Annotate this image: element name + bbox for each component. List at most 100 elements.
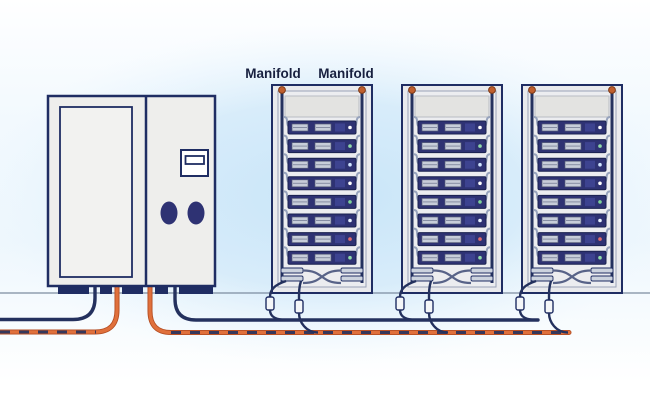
cdu-foot [155,285,168,294]
quick-connect-coupler [395,296,405,311]
cdu-foot [122,285,143,294]
server-io-block [465,123,475,132]
rack-blank-panel [284,95,360,118]
server-unit [417,194,487,209]
server-io-block [465,160,475,169]
facility-return-pipe-cold [0,285,97,322]
server-io-block [335,179,345,188]
quick-connect-coupler [265,296,275,311]
server-led [598,200,602,204]
bottom-fitting [340,267,364,274]
server-unit [287,120,357,135]
bottom-fitting [590,275,614,282]
quick-connect-coupler [544,299,554,314]
server-unit [287,250,357,265]
bottom-fitting [410,275,434,282]
server-led [598,125,602,130]
server-unit [417,120,487,135]
drop-hose-cold [398,309,419,322]
facility-loop-pipes [0,284,120,335]
server-led [478,144,482,148]
bottom-fitting [530,267,554,274]
server-led [348,218,352,223]
cross-hose [302,269,342,285]
server-unit [537,213,607,228]
server-led [598,162,602,167]
server-io-block [335,197,345,206]
cdu-port-right [187,201,205,225]
server-led [348,200,352,204]
cdu-foot [58,285,89,294]
manifold-cap-right [608,86,616,94]
server-io-block [585,142,595,151]
server-unit [417,250,487,265]
server-io-block [465,216,475,225]
manifold-label-left: Manifold [245,66,301,81]
distribution-pipe-cold [173,285,540,322]
server-io-block [465,179,475,188]
drop-hose-cold [398,279,417,298]
drop-hose-hot [547,280,553,301]
manifold-cap-left [278,86,286,94]
server-led [478,162,482,167]
server-led [478,200,482,204]
server-racks [265,84,623,334]
cdu-foot [100,285,112,294]
server-unit [417,157,487,172]
server-led [478,125,482,130]
server-led [598,255,602,260]
server-led [348,144,352,148]
manifold-cap-right [358,86,366,94]
server-unit [537,139,607,154]
manifold-cap-left [408,86,416,94]
server-io-block [585,179,595,188]
server-io-block [585,123,595,132]
server-led [348,181,352,186]
bottom-fitting [280,267,304,274]
server-unit [417,139,487,154]
server-led [478,218,482,223]
server-led [598,237,602,241]
server-io-block [335,216,345,225]
server-io-block [335,142,345,151]
drop-hose-hot [297,280,303,301]
quick-connect-coupler [515,296,525,311]
bottom-fitting [340,275,364,282]
server-unit [537,194,607,209]
rack-1 [265,84,373,334]
drop-hose-hot [427,280,433,301]
server-led [598,218,602,223]
server-io-block [585,160,595,169]
server-unit [417,213,487,228]
manifold-cap-left [528,86,536,94]
server-unit [287,232,357,247]
server-io-block [335,123,345,132]
server-io-block [585,253,595,262]
manifold-label-right: Manifold [318,66,374,81]
cdu-port-left [160,201,178,225]
rack-blank-panel [414,95,490,118]
quick-connect-coupler [424,299,434,314]
server-unit [287,139,357,154]
cdu-display-slot [184,155,205,165]
server-unit [537,232,607,247]
server-led [348,125,352,130]
server-unit [537,176,607,191]
server-unit [287,213,357,228]
server-io-block [465,253,475,262]
drop-hose-cold [518,279,537,298]
server-unit [287,176,357,191]
server-unit [537,250,607,265]
server-unit [287,157,357,172]
server-led [348,162,352,167]
server-io-block [335,253,345,262]
rack-2 [395,84,503,334]
server-led [598,181,602,186]
manifold-cap-right [488,86,496,94]
drop-hose-cold [268,279,287,298]
server-led [478,237,482,241]
rack-blank-panel [534,95,610,118]
drop-hose-cold [268,309,289,322]
rack-3 [515,84,623,334]
